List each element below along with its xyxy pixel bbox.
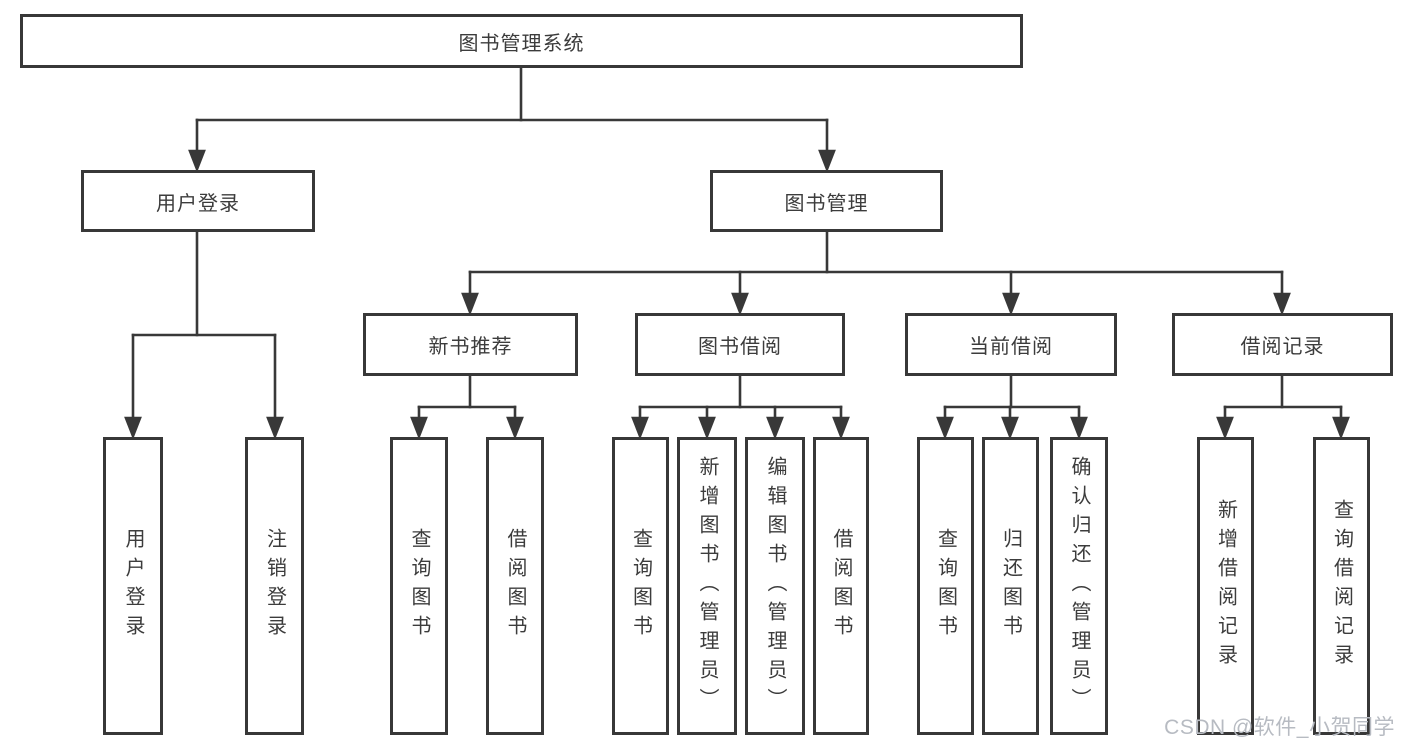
arrowhead-icon — [698, 416, 716, 440]
node-user-login: 用户登录 — [81, 170, 315, 232]
arrowhead-icon — [1216, 416, 1234, 440]
arrowhead-icon — [124, 416, 142, 440]
arrowhead-icon — [188, 149, 206, 173]
csdn-watermark: CSDN @软件_小贺同学 — [1164, 716, 1395, 739]
arrowhead-icon — [1273, 292, 1291, 316]
arrowhead-icon — [731, 292, 749, 316]
node-current-borrow: 当前借阅 — [905, 313, 1117, 376]
node-borrow-records: 借阅记录 — [1172, 313, 1393, 376]
arrowhead-icon — [818, 149, 836, 173]
arrowhead-icon — [631, 416, 649, 440]
arrowhead-icon — [1001, 416, 1019, 440]
leaf-borrow-query-books: 查询图书 — [612, 437, 669, 735]
arrowhead-icon — [461, 292, 479, 316]
arrowhead-icon — [506, 416, 524, 440]
node-book-borrow: 图书借阅 — [635, 313, 845, 376]
arrowhead-icon — [936, 416, 954, 440]
leaf-logout: 注销登录 — [245, 437, 304, 735]
leaf-current-query-books: 查询图书 — [917, 437, 974, 735]
arrowhead-icon — [1070, 416, 1088, 440]
leaf-query-borrow-record: 查询借阅记录 — [1313, 437, 1370, 735]
arrowhead-icon — [832, 416, 850, 440]
leaf-return-books: 归还图书 — [982, 437, 1039, 735]
leaf-borrow-books: 借阅图书 — [813, 437, 869, 735]
leaf-add-books-admin: 新增图书（管理员） — [677, 437, 737, 735]
connectors — [124, 65, 1350, 440]
arrowhead-icon — [1002, 292, 1020, 316]
arrowhead-icon — [410, 416, 428, 440]
leaf-edit-books-admin: 编辑图书（管理员） — [745, 437, 805, 735]
leaf-add-borrow-record: 新增借阅记录 — [1197, 437, 1254, 735]
node-library-management-system: 图书管理系统 — [20, 14, 1023, 68]
arrowhead-icon — [266, 416, 284, 440]
node-book-management: 图书管理 — [710, 170, 943, 232]
leaf-user-login: 用户登录 — [103, 437, 163, 735]
arrowhead-icon — [766, 416, 784, 440]
arrowhead-icon — [1332, 416, 1350, 440]
node-new-book-recommend: 新书推荐 — [363, 313, 578, 376]
leaf-recommend-borrow-books: 借阅图书 — [486, 437, 544, 735]
leaf-confirm-return-admin: 确认归还（管理员） — [1050, 437, 1108, 735]
leaf-recommend-query-books: 查询图书 — [390, 437, 448, 735]
